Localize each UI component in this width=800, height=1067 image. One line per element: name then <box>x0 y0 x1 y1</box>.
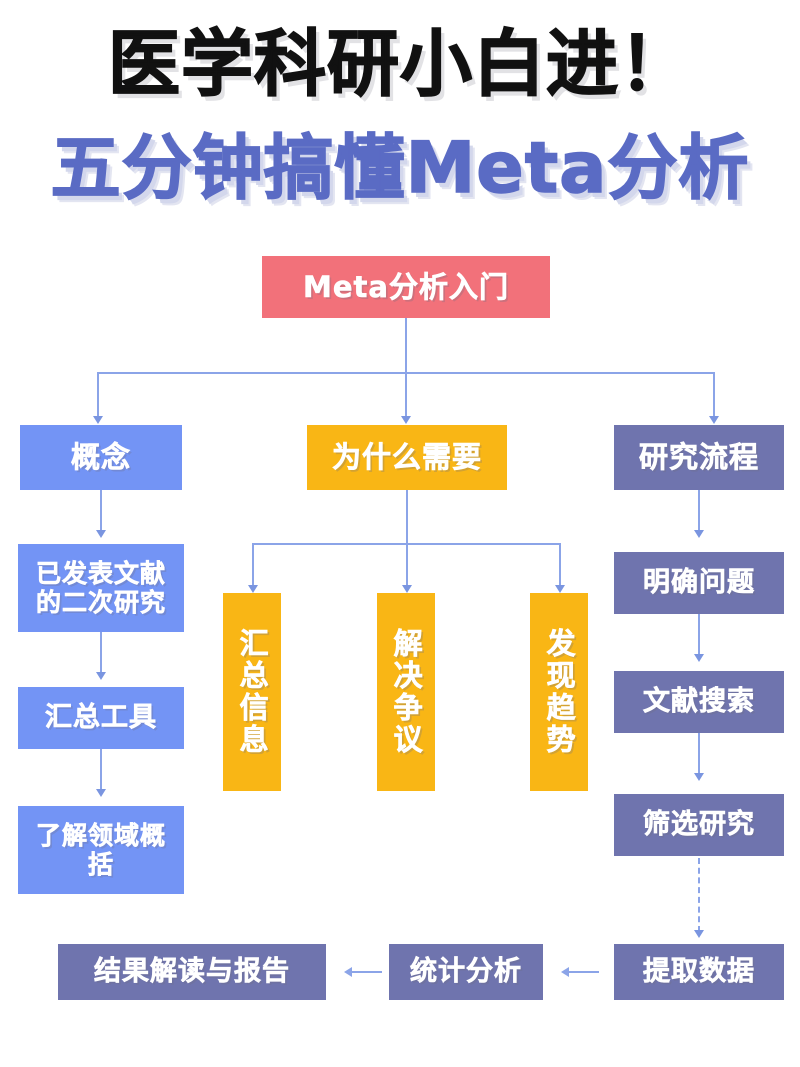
arrowhead-process-to-step1 <box>694 530 704 538</box>
arrowhead-why-to-trend <box>555 585 565 593</box>
flow-node-branch-process[interactable]: 研究流程 <box>614 425 784 490</box>
flow-node-screen-studies[interactable]: 筛选研究 <box>614 794 784 856</box>
arrowhead-step1-to-step2 <box>694 654 704 662</box>
flow-node-statistical-analysis[interactable]: 统计分析 <box>389 944 543 1000</box>
arrowhead-stats-to-report <box>344 967 352 977</box>
flow-node-field-overview[interactable]: 了解领域概括 <box>18 806 184 894</box>
connector-stats-to-report <box>350 971 382 973</box>
flow-node-summarize-info[interactable]: 汇总信息 <box>223 593 281 791</box>
flow-node-resolve-dispute[interactable]: 解决争议 <box>377 593 435 791</box>
flow-node-branch-why[interactable]: 为什么需要 <box>307 425 507 490</box>
flow-node-branch-concept[interactable]: 概念 <box>20 425 182 490</box>
connector-why-to-summary <box>252 543 254 587</box>
flow-node-secondary-research[interactable]: 已发表文献的二次研究 <box>18 544 184 632</box>
arrowhead-child1-to-child2 <box>96 672 106 680</box>
arrowhead-root-to-process <box>709 416 719 424</box>
arrowhead-extract-to-stats <box>561 967 569 977</box>
connector-process-to-step1 <box>698 490 700 532</box>
flow-node-report-results[interactable]: 结果解读与报告 <box>58 944 326 1000</box>
flow-node-extract-data[interactable]: 提取数据 <box>614 944 784 1000</box>
connector-root-stem <box>405 318 407 372</box>
arrowhead-child2-to-child3 <box>96 789 106 797</box>
arrowhead-concept-to-child1 <box>96 530 106 538</box>
flow-node-root[interactable]: Meta分析入门 <box>262 256 550 318</box>
flow-node-literature-search[interactable]: 文献搜索 <box>614 671 784 733</box>
connector-child2-to-child3 <box>100 749 102 791</box>
arrowhead-step3-to-extract <box>694 930 704 938</box>
connector-step1-to-step2 <box>698 614 700 656</box>
headline-primary: 医学科研小白进！ <box>107 22 692 106</box>
poster-header: 医学科研小白进！ 五分钟搞懂Meta分析 <box>0 0 800 225</box>
connector-root-to-why <box>405 372 407 418</box>
arrowhead-root-to-concept <box>93 416 103 424</box>
connector-step2-to-step3 <box>698 733 700 775</box>
connector-child1-to-child2 <box>100 632 102 674</box>
connector-why-to-trend <box>559 543 561 587</box>
connector-root-to-process <box>713 372 715 418</box>
headline-secondary: 五分钟搞懂Meta分析 <box>50 127 750 209</box>
connector-why-stem <box>406 490 408 544</box>
connector-why-to-dispute <box>406 543 408 587</box>
arrowhead-root-to-why <box>401 416 411 424</box>
connector-concept-to-child1 <box>100 490 102 532</box>
connector-extract-to-stats <box>567 971 599 973</box>
flow-node-aggregation-tool[interactable]: 汇总工具 <box>18 687 184 749</box>
arrowhead-why-to-dispute <box>402 585 412 593</box>
arrowhead-why-to-summary <box>248 585 258 593</box>
connector-root-to-concept <box>97 372 99 418</box>
flow-node-discover-trend[interactable]: 发现趋势 <box>530 593 588 791</box>
connector-step3-to-extract-dashed <box>698 858 700 932</box>
flow-node-define-question[interactable]: 明确问题 <box>614 552 784 614</box>
arrowhead-step2-to-step3 <box>694 773 704 781</box>
